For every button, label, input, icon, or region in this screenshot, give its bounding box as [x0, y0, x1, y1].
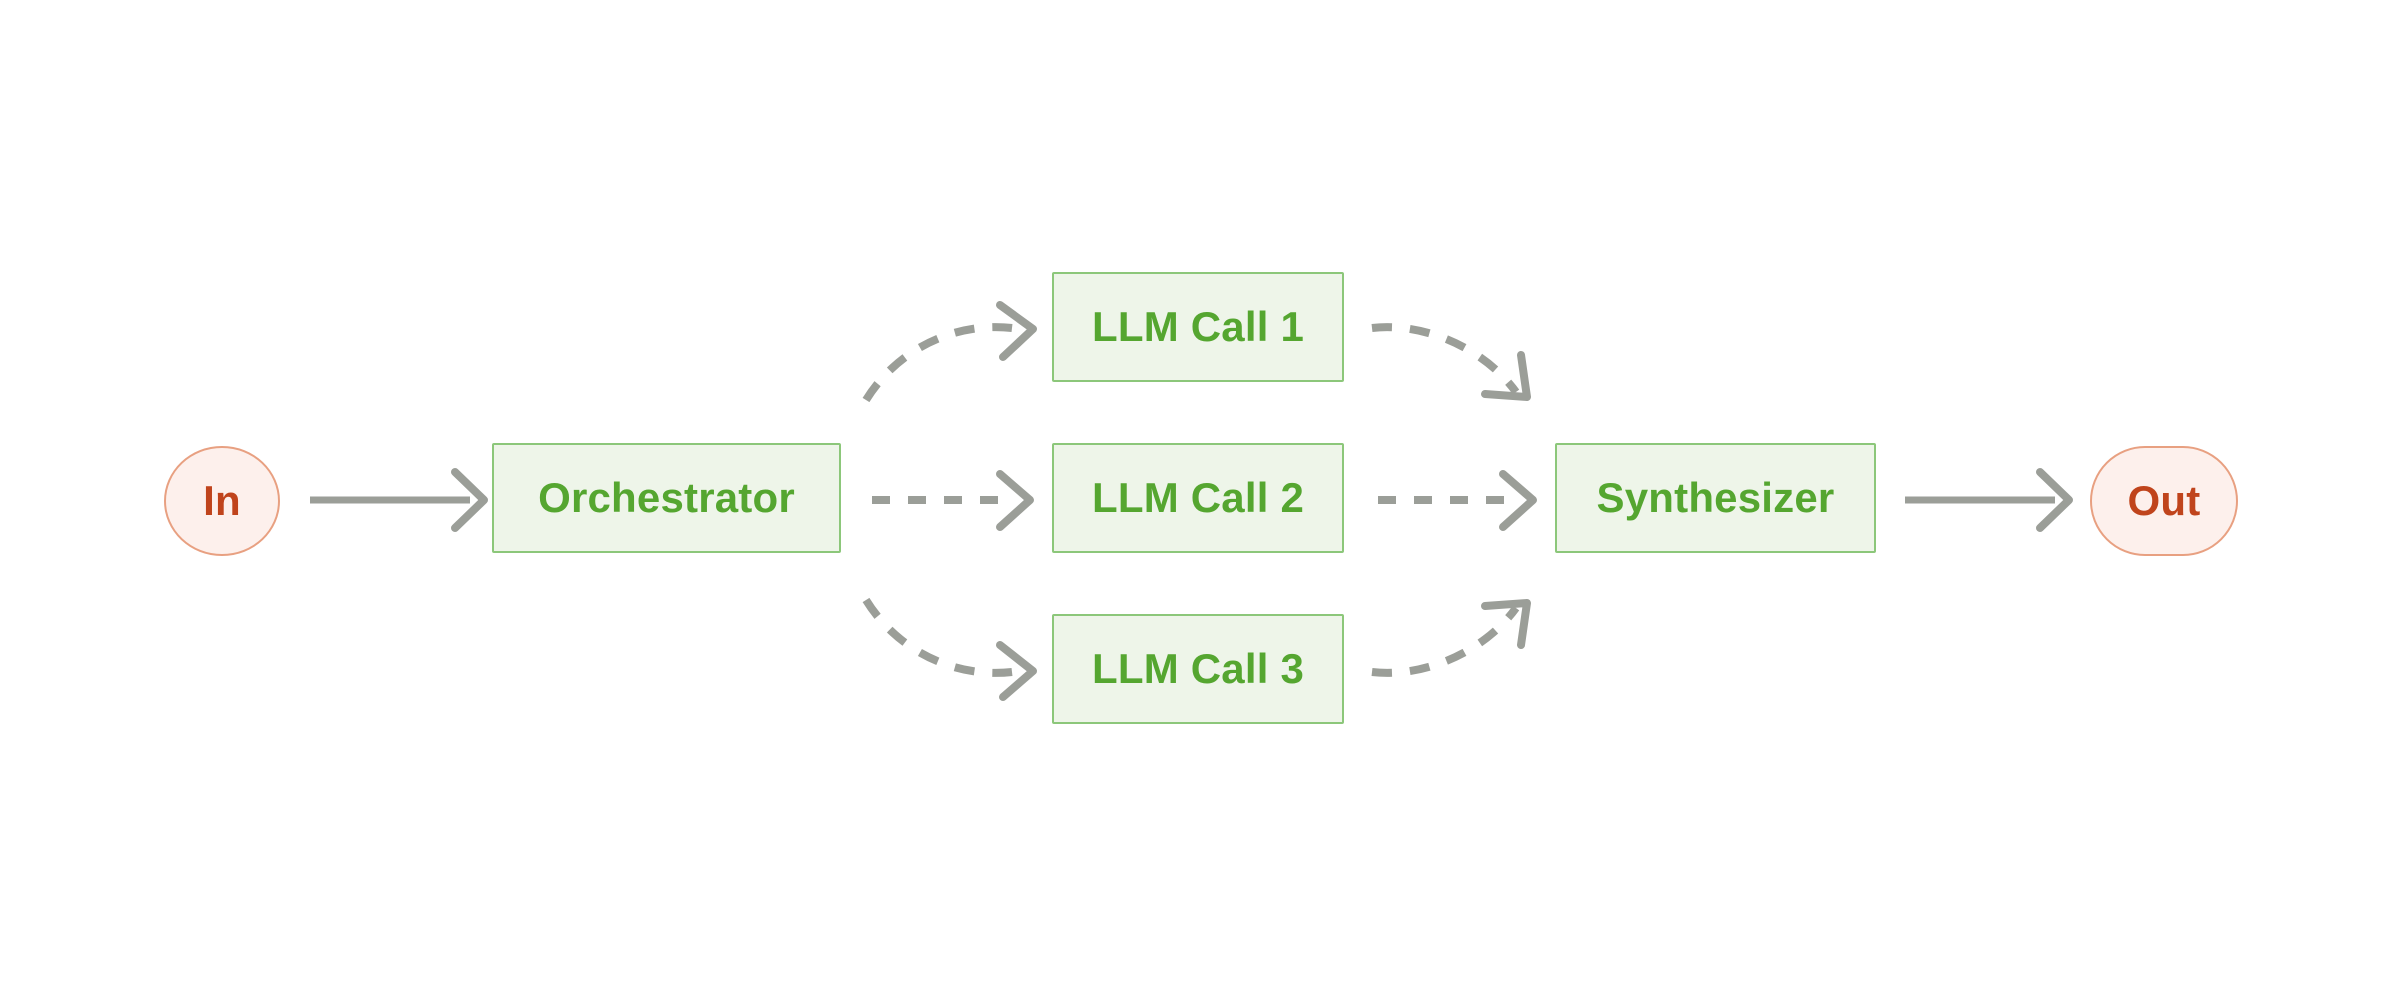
edge-synthesizer-to-out	[1905, 468, 2073, 532]
node-llm-call-2[interactable]: LLM Call 2	[1052, 443, 1344, 553]
node-synthesizer-label: Synthesizer	[1596, 473, 1835, 521]
node-llm-call-3[interactable]: LLM Call 3	[1052, 614, 1344, 724]
edge-llm-call-3-to-synthesizer	[1371, 599, 1531, 677]
node-orchestrator-label: Orchestrator	[538, 473, 795, 521]
node-out[interactable]: Out	[2090, 446, 2238, 556]
edge-orchestrator-to-llm-call-3	[862, 597, 1037, 701]
node-out-label: Out	[2127, 476, 2201, 524]
edge-llm-call-1-to-synthesizer	[1371, 323, 1531, 401]
node-llm-call-1-label: LLM Call 1	[1091, 302, 1305, 350]
edge-llm-call-2-to-synthesizer	[1378, 470, 1537, 531]
node-orchestrator[interactable]: Orchestrator	[492, 443, 841, 553]
node-llm-call-1[interactable]: LLM Call 1	[1052, 272, 1344, 382]
edge-orchestrator-to-llm-call-1	[862, 301, 1037, 403]
node-in[interactable]: In	[164, 446, 280, 556]
edge-orchestrator-to-llm-call-2	[872, 470, 1034, 531]
node-llm-call-3-label: LLM Call 3	[1091, 644, 1305, 692]
node-synthesizer[interactable]: Synthesizer	[1555, 443, 1876, 553]
edge-in-to-orchestrator	[310, 468, 488, 532]
node-llm-call-2-label: LLM Call 2	[1091, 473, 1305, 521]
node-in-label: In	[203, 476, 241, 524]
